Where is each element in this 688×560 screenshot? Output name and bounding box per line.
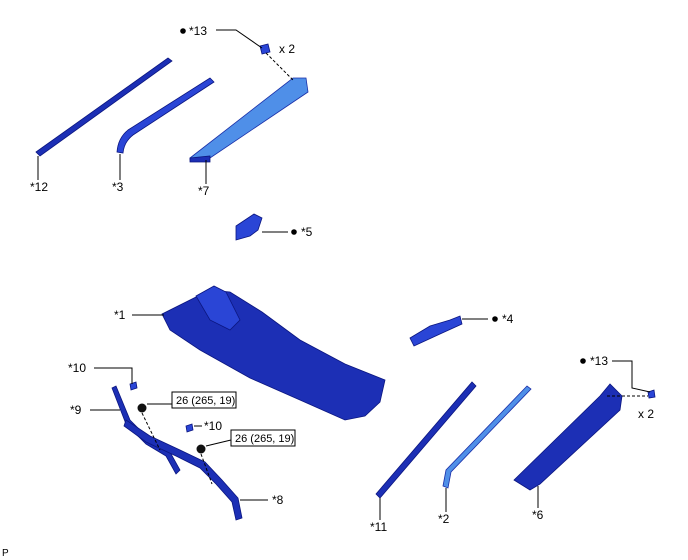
part-7-strip-edge [189,155,211,163]
clip-13-top-dash [265,52,294,81]
bullet-5 [291,229,297,235]
footer-letter: P [2,548,9,559]
label-10-a: *10 [68,361,86,375]
torque-text-b: 26 (265, 19) [235,433,294,445]
qty-right: x 2 [638,407,654,421]
part-3-strip [116,77,215,154]
bullet-13-top [180,28,186,34]
clip-10-a [129,381,138,391]
part-11-strip [375,381,477,499]
label-10-b: *10 [204,419,222,433]
label-7: *7 [198,184,210,198]
label-1: *1 [114,308,126,322]
torque-text-a: 26 (265, 19) [176,395,235,407]
clip-13-right [647,389,656,399]
label-4: *4 [502,312,514,326]
label-5: *5 [301,225,313,239]
label-6: *6 [532,508,544,522]
part-7-strip [189,77,309,162]
part-1-cowl-ridge [195,285,241,331]
label-8: *8 [272,493,284,507]
bullet-4 [492,316,498,322]
part-6-panel [513,383,623,491]
label-13-top: *13 [189,24,207,38]
part-12-strip [35,57,173,157]
part-4-bracket [409,315,463,347]
label-3: *3 [112,180,124,194]
torque-box-b [230,429,296,447]
label-2: *2 [438,512,450,526]
clip-10-b [185,423,194,433]
part-8-strip [123,419,243,521]
clip-13-top [259,43,271,55]
bolt-icon-b [196,444,206,454]
torque-box-a [171,391,237,409]
part-9-strip [111,385,181,475]
bolt-icon-a [137,403,147,413]
label-13-right: *13 [590,354,608,368]
part-5-bracket [235,213,263,241]
bolt-b-dash [200,453,213,485]
label-11: *11 [370,520,387,534]
leader-lines [37,29,651,520]
part-2-strip [442,385,532,489]
bolt-a-dash [141,412,161,451]
bullet-13-right [580,358,586,364]
qty-top: x 2 [279,42,295,56]
label-9: *9 [70,403,82,417]
label-12: *12 [30,180,48,194]
